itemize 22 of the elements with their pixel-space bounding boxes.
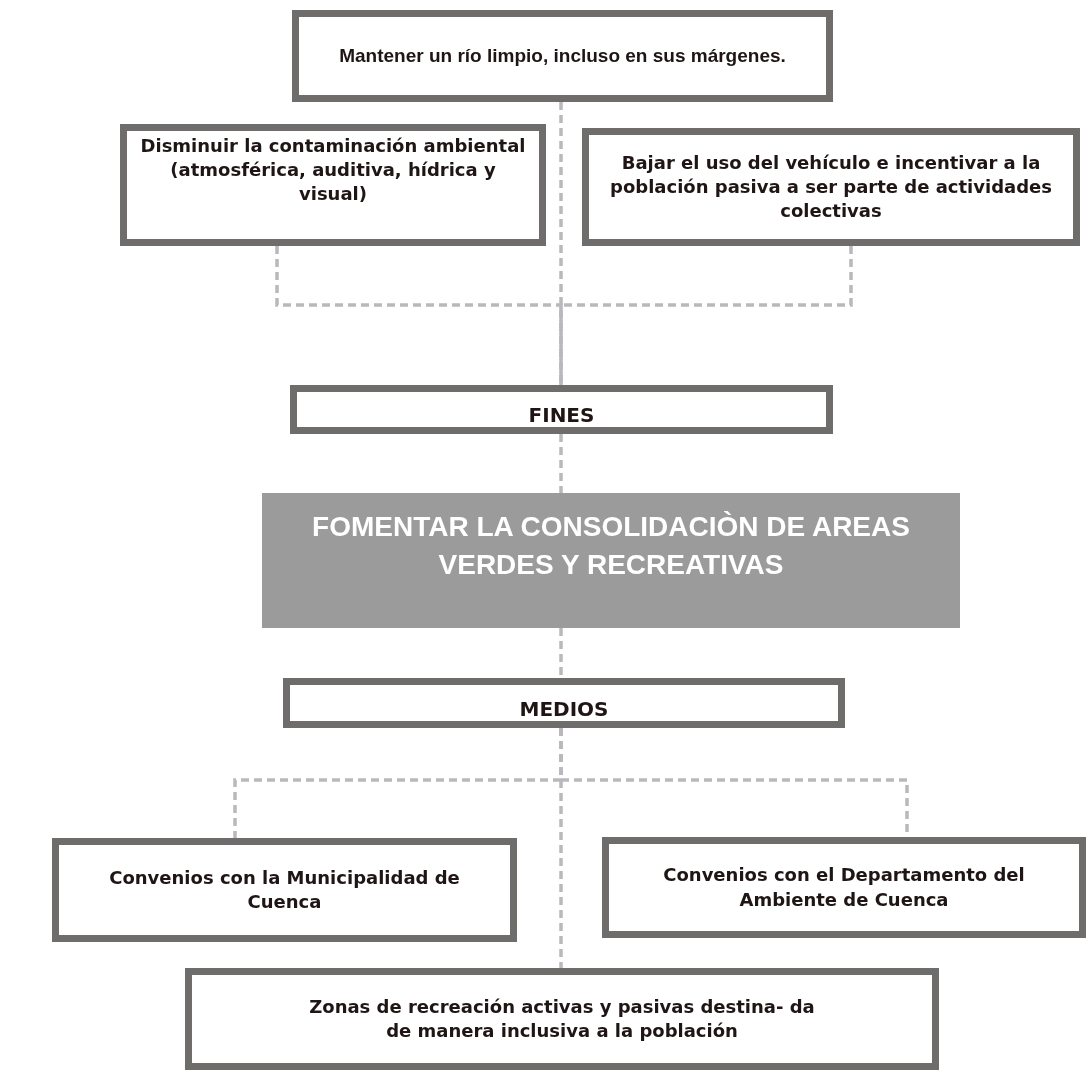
box-text: Mantener un río limpio, incluso en sus márgenes. — [339, 44, 786, 69]
box-text: MEDIOS — [519, 695, 609, 723]
box-text: Disminuir la contaminación ambiental (atmosférica, auditiva, hídrica y visual) — [139, 133, 527, 207]
box-text: FOMENTAR LA CONSOLIDACIÒN DE AREAS VERDES Y RECREATIVAS — [311, 509, 911, 582]
objective-box — [262, 493, 960, 628]
connector-line — [275, 246, 563, 385]
text-box — [602, 837, 1086, 938]
connector-line — [559, 628, 563, 678]
text-box — [292, 10, 833, 102]
text-box — [185, 968, 939, 1070]
text-box — [52, 838, 517, 942]
box-text: FINES — [528, 402, 595, 429]
text-box — [283, 678, 845, 728]
box-text: Bajar el uso del vehículo e incentivar a la población pasiva a ser parte de actividades colectivas — [609, 150, 1053, 224]
text-box — [582, 128, 1080, 246]
box-text: Convenios con el Departamento del Ambiente de Cuenca — [662, 863, 1026, 912]
box-text: Convenios con la Municipalidad de Cuenca — [108, 865, 461, 914]
box-text: Zonas de recreación activas y pasivas destina- da de manera inclusiva a la población — [308, 994, 816, 1043]
text-box — [120, 124, 546, 246]
text-box — [290, 385, 833, 434]
connector-line — [559, 434, 563, 493]
connector-line — [559, 728, 563, 968]
